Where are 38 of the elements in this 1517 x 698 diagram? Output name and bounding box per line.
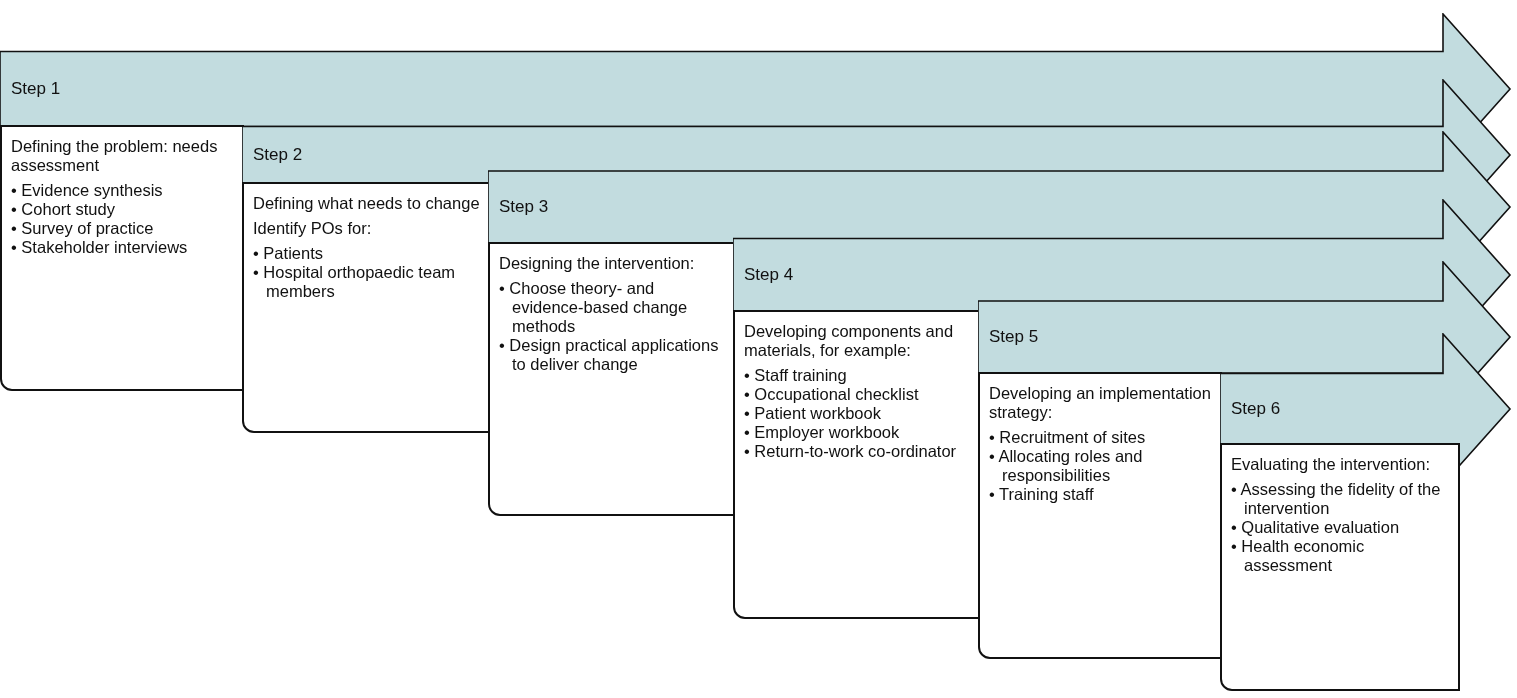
description-text: Designing the intervention: xyxy=(499,254,696,273)
step-label: Step 4 xyxy=(744,264,794,285)
bullet-item: • Return-to-work co-ordinator xyxy=(744,442,958,461)
bullet-item: • Choose theory- and evidence-based change methods xyxy=(499,279,689,336)
step-label: Step 2 xyxy=(253,144,303,165)
description-text: Developing an implementation strategy: xyxy=(989,384,1212,422)
step-description-card xyxy=(733,310,980,619)
bullet-item: • Assessing the fidelity of the intervention xyxy=(1231,480,1442,518)
bullet-item: • Allocating roles and responsibilities xyxy=(989,447,1144,485)
step-description-card xyxy=(488,242,735,516)
step-description-card xyxy=(978,372,1222,659)
step-description-card xyxy=(0,125,244,391)
step-label: Step 6 xyxy=(1231,398,1281,419)
bullet-item: • Survey of practice xyxy=(11,219,155,238)
step-description-card xyxy=(242,182,490,433)
step-label: Step 5 xyxy=(989,327,1039,347)
step-label: Step 3 xyxy=(499,197,549,217)
step-label: Step 1 xyxy=(11,78,61,99)
step-description-card xyxy=(1220,443,1460,691)
description-text: Defining the problem: needs assessment xyxy=(11,137,219,175)
bullet-item: • Training staff xyxy=(989,485,1095,504)
bullet-item: • Patients xyxy=(253,244,324,263)
bullet-item: • Occupational checklist xyxy=(744,385,920,404)
bullet-item: • Design practical applications to deliver change xyxy=(499,336,720,374)
bullet-item: • Patient workbook xyxy=(744,404,882,423)
description-text: Developing components and materials, for example: xyxy=(744,322,955,360)
bullet-item: • Qualitative evaluation xyxy=(1231,518,1401,537)
description-text: Defining what needs to change xyxy=(253,194,480,213)
bullet-item: • Employer workbook xyxy=(744,423,901,442)
bullet-item: • Evidence synthesis xyxy=(11,181,164,200)
bullet-item: • Recruitment of sites xyxy=(989,428,1147,447)
bullet-item: • Hospital orthopaedic team members xyxy=(253,263,457,301)
bullet-item: • Cohort study xyxy=(11,200,116,219)
bullet-item: • Stakeholder interviews xyxy=(11,238,189,257)
description-text: Evaluating the intervention: xyxy=(1231,455,1432,474)
bullet-item: • Staff training xyxy=(744,366,848,385)
description-text: Identify POs for: xyxy=(253,219,373,238)
bullet-item: • Health economic assessment xyxy=(1231,537,1366,575)
